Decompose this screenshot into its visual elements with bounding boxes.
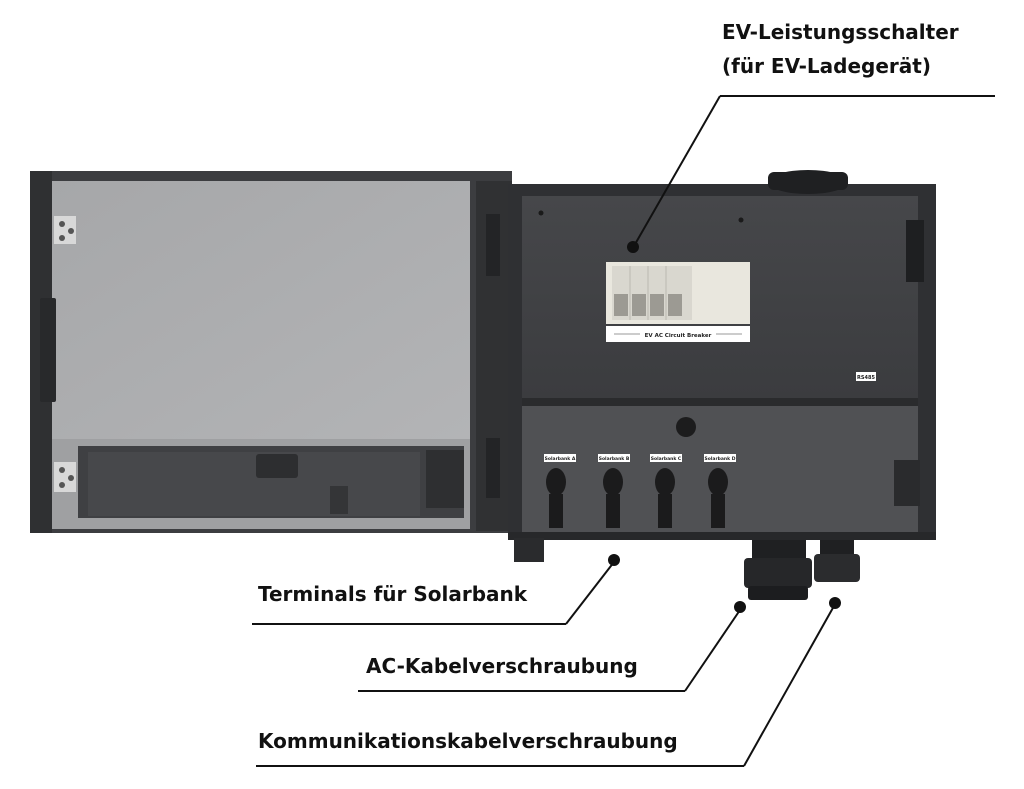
terminal-label-a: Solarbank A xyxy=(545,456,576,462)
terminal-b: Solarbank B xyxy=(598,454,630,528)
door-hinge-top xyxy=(54,216,76,244)
terminal-label-b: Solarbank B xyxy=(599,456,630,462)
knockout-hole xyxy=(676,417,696,437)
callout-ac-gland: AC-Kabelverschraubung xyxy=(366,654,638,678)
terminal-label-c: Solarbank C xyxy=(651,456,682,462)
rs485-label: RS485 xyxy=(857,375,875,381)
terminal-label-d: Solarbank D xyxy=(705,456,736,462)
door-cable-tray xyxy=(78,446,464,518)
terminal-d: Solarbank D xyxy=(704,454,736,528)
breaker-poles xyxy=(614,266,682,320)
bottom-bracket xyxy=(514,538,544,562)
callout-ev-breaker-line2: (für EV-Ladegerät) xyxy=(722,54,931,78)
ac-cable-gland xyxy=(744,540,812,600)
leader-terminals xyxy=(252,554,620,625)
terminal-c: Solarbank C xyxy=(650,454,682,528)
door-latch-top xyxy=(486,214,500,276)
side-bracket xyxy=(894,460,920,506)
side-connector xyxy=(906,220,924,282)
callout-terminals: Terminals für Solarbank xyxy=(258,582,528,606)
open-door xyxy=(30,171,512,533)
door-hinge-bottom xyxy=(54,462,76,492)
breaker-label-plate xyxy=(606,326,750,342)
solarbank-terminals: Solarbank A Solarbank B Solarbank C Sola… xyxy=(544,454,736,528)
callout-comm-gland: Kommunikationskabelverschraubung xyxy=(258,729,678,753)
callout-ev-breaker-line1: EV-Leistungsschalter xyxy=(722,20,959,44)
door-handle xyxy=(40,298,56,402)
breaker-label: EV AC Circuit Breaker xyxy=(645,333,712,339)
leader-comm-gland xyxy=(256,597,841,767)
door-latch-bottom xyxy=(486,438,500,498)
ev-circuit-breaker: EV AC Circuit Breaker xyxy=(606,262,750,342)
callout-ev-breaker: EV-Leistungsschalter (für EV-Ladegerät) xyxy=(722,15,959,83)
leader-lines xyxy=(252,95,995,767)
terminal-a: Solarbank A xyxy=(544,454,576,528)
communication-cable-gland xyxy=(814,540,860,582)
rs485-tag: RS485 xyxy=(856,372,876,381)
leader-ac-gland xyxy=(358,601,746,692)
leader-ev-breaker xyxy=(627,95,995,253)
